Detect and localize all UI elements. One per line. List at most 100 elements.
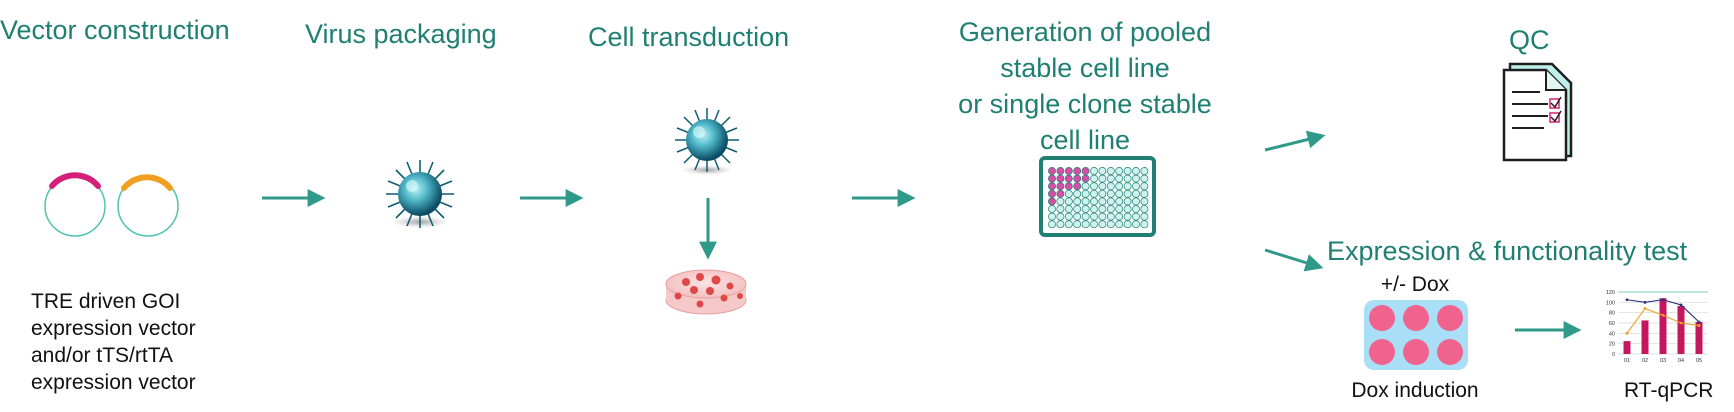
plate-well: [1106, 182, 1115, 191]
plate-well: [1132, 205, 1140, 213]
dox-induction-label: Dox induction: [1351, 379, 1479, 402]
chart-y-tick: 60: [1609, 321, 1615, 327]
chart-line-orange-point: [1679, 321, 1683, 325]
plate-well: [1090, 182, 1098, 191]
chart-y-tick: 100: [1606, 300, 1615, 306]
plate-well: [1048, 182, 1056, 191]
virus-icon-transduction: [675, 108, 739, 175]
chart-x-tick: 01: [1624, 358, 1630, 364]
plate-well: [1081, 174, 1090, 183]
plate-well: [1073, 205, 1082, 213]
plate-well: [1123, 189, 1132, 198]
plate-well: [1064, 220, 1073, 229]
plate-well: [1123, 182, 1132, 191]
plate-well: [1106, 220, 1115, 229]
plate-well: [1132, 182, 1140, 191]
plate-well: [1064, 174, 1073, 183]
vector-description-line-3: and/or tTS/rtTA: [31, 344, 173, 367]
plate-well: [1048, 220, 1056, 229]
plate-well: [1132, 189, 1140, 198]
chart-x-tick: 04: [1678, 358, 1684, 364]
plate-well: [1140, 212, 1149, 221]
chart-line-navy-point: [1679, 303, 1683, 307]
plasmid-icon-magenta: [44, 172, 106, 237]
plate-well: [1132, 197, 1140, 206]
plate-well: [1115, 212, 1124, 221]
plate-well: [1090, 174, 1098, 183]
plate-well: [1056, 212, 1065, 221]
plate-well: [1090, 197, 1098, 206]
plate-well: [1056, 197, 1065, 206]
plate-well: [1056, 182, 1065, 191]
vector-description-line-4: expression vector: [31, 371, 196, 394]
plate-well: [1073, 189, 1082, 198]
chart-line-navy-point: [1643, 300, 1647, 304]
plate-well: [1123, 220, 1132, 229]
plate-well: [1106, 189, 1115, 198]
plate-well: [1048, 197, 1056, 206]
plate-well: [1132, 212, 1140, 221]
chart-bar: [1623, 341, 1631, 354]
plate-well: [1090, 212, 1098, 221]
plate-well: [1098, 189, 1107, 198]
plate-well: [1132, 174, 1140, 183]
plate-well: [1056, 205, 1065, 213]
plate-well: [1048, 205, 1056, 213]
vector-description-line-1: TRE driven GOI: [31, 290, 181, 313]
plate-well: [1098, 174, 1107, 183]
plate-well: [1081, 205, 1090, 213]
petri-dish-icon: [665, 269, 747, 315]
plate-well: [1106, 197, 1115, 206]
qc-document-icon: [1502, 62, 1573, 162]
plate-well: [1048, 189, 1056, 198]
chart-line-navy-point: [1697, 320, 1701, 324]
dox-plate-icon: [1364, 300, 1468, 370]
plate-well: [1081, 212, 1090, 221]
plate-well: [1140, 220, 1149, 229]
plate-well: [1073, 174, 1082, 183]
chart-x-tick: 05: [1696, 358, 1702, 364]
chart-x-tick: 03: [1660, 358, 1666, 364]
chart-y-tick: 40: [1609, 331, 1615, 337]
plate-well: [1064, 182, 1073, 191]
plate-well: [1106, 167, 1115, 175]
generation-line-2: stable cell line: [1000, 53, 1170, 83]
plate-well: [1064, 189, 1073, 198]
arrow-icon-to-qc: [1264, 130, 1326, 152]
chart-y-tick: 20: [1609, 342, 1615, 348]
chart-bar: [1659, 298, 1667, 354]
plate-well: [1064, 205, 1073, 213]
plate-well: [1132, 220, 1140, 229]
plate-well: [1115, 189, 1124, 198]
plate-well: [1140, 182, 1149, 191]
plate-well: [1056, 220, 1065, 229]
step-title-generation: Generation of pooled stable cell line or…: [930, 14, 1240, 158]
plate-well: [1123, 174, 1132, 183]
plate-well: [1098, 167, 1107, 175]
plate-well: [1048, 212, 1056, 221]
chart-line-navy-point: [1625, 298, 1629, 302]
step-title-qc: QC: [1509, 25, 1550, 55]
plate-well: [1115, 174, 1124, 183]
plate-well: [1140, 167, 1149, 175]
chart-line-orange-point: [1643, 307, 1647, 310]
generation-line-1: Generation of pooled: [958, 17, 1212, 47]
plate-well: [1081, 220, 1090, 229]
plate-well: [1056, 167, 1065, 175]
well-plate-icon: [1039, 156, 1156, 237]
chart-line-navy-point: [1661, 298, 1665, 302]
plate-well: [1123, 167, 1132, 175]
plate-well: [1073, 220, 1082, 229]
plate-well: [1081, 189, 1090, 198]
plate-well: [1098, 205, 1107, 213]
plate-well: [1098, 182, 1107, 191]
plate-well: [1098, 220, 1107, 229]
plate-well: [1056, 174, 1065, 183]
plate-well: [1123, 212, 1132, 221]
rtqpcr-label: RT-qPCR: [1624, 379, 1714, 402]
plate-well: [1064, 167, 1073, 175]
chart-line-orange-point: [1697, 324, 1701, 327]
plate-well: [1090, 220, 1098, 229]
